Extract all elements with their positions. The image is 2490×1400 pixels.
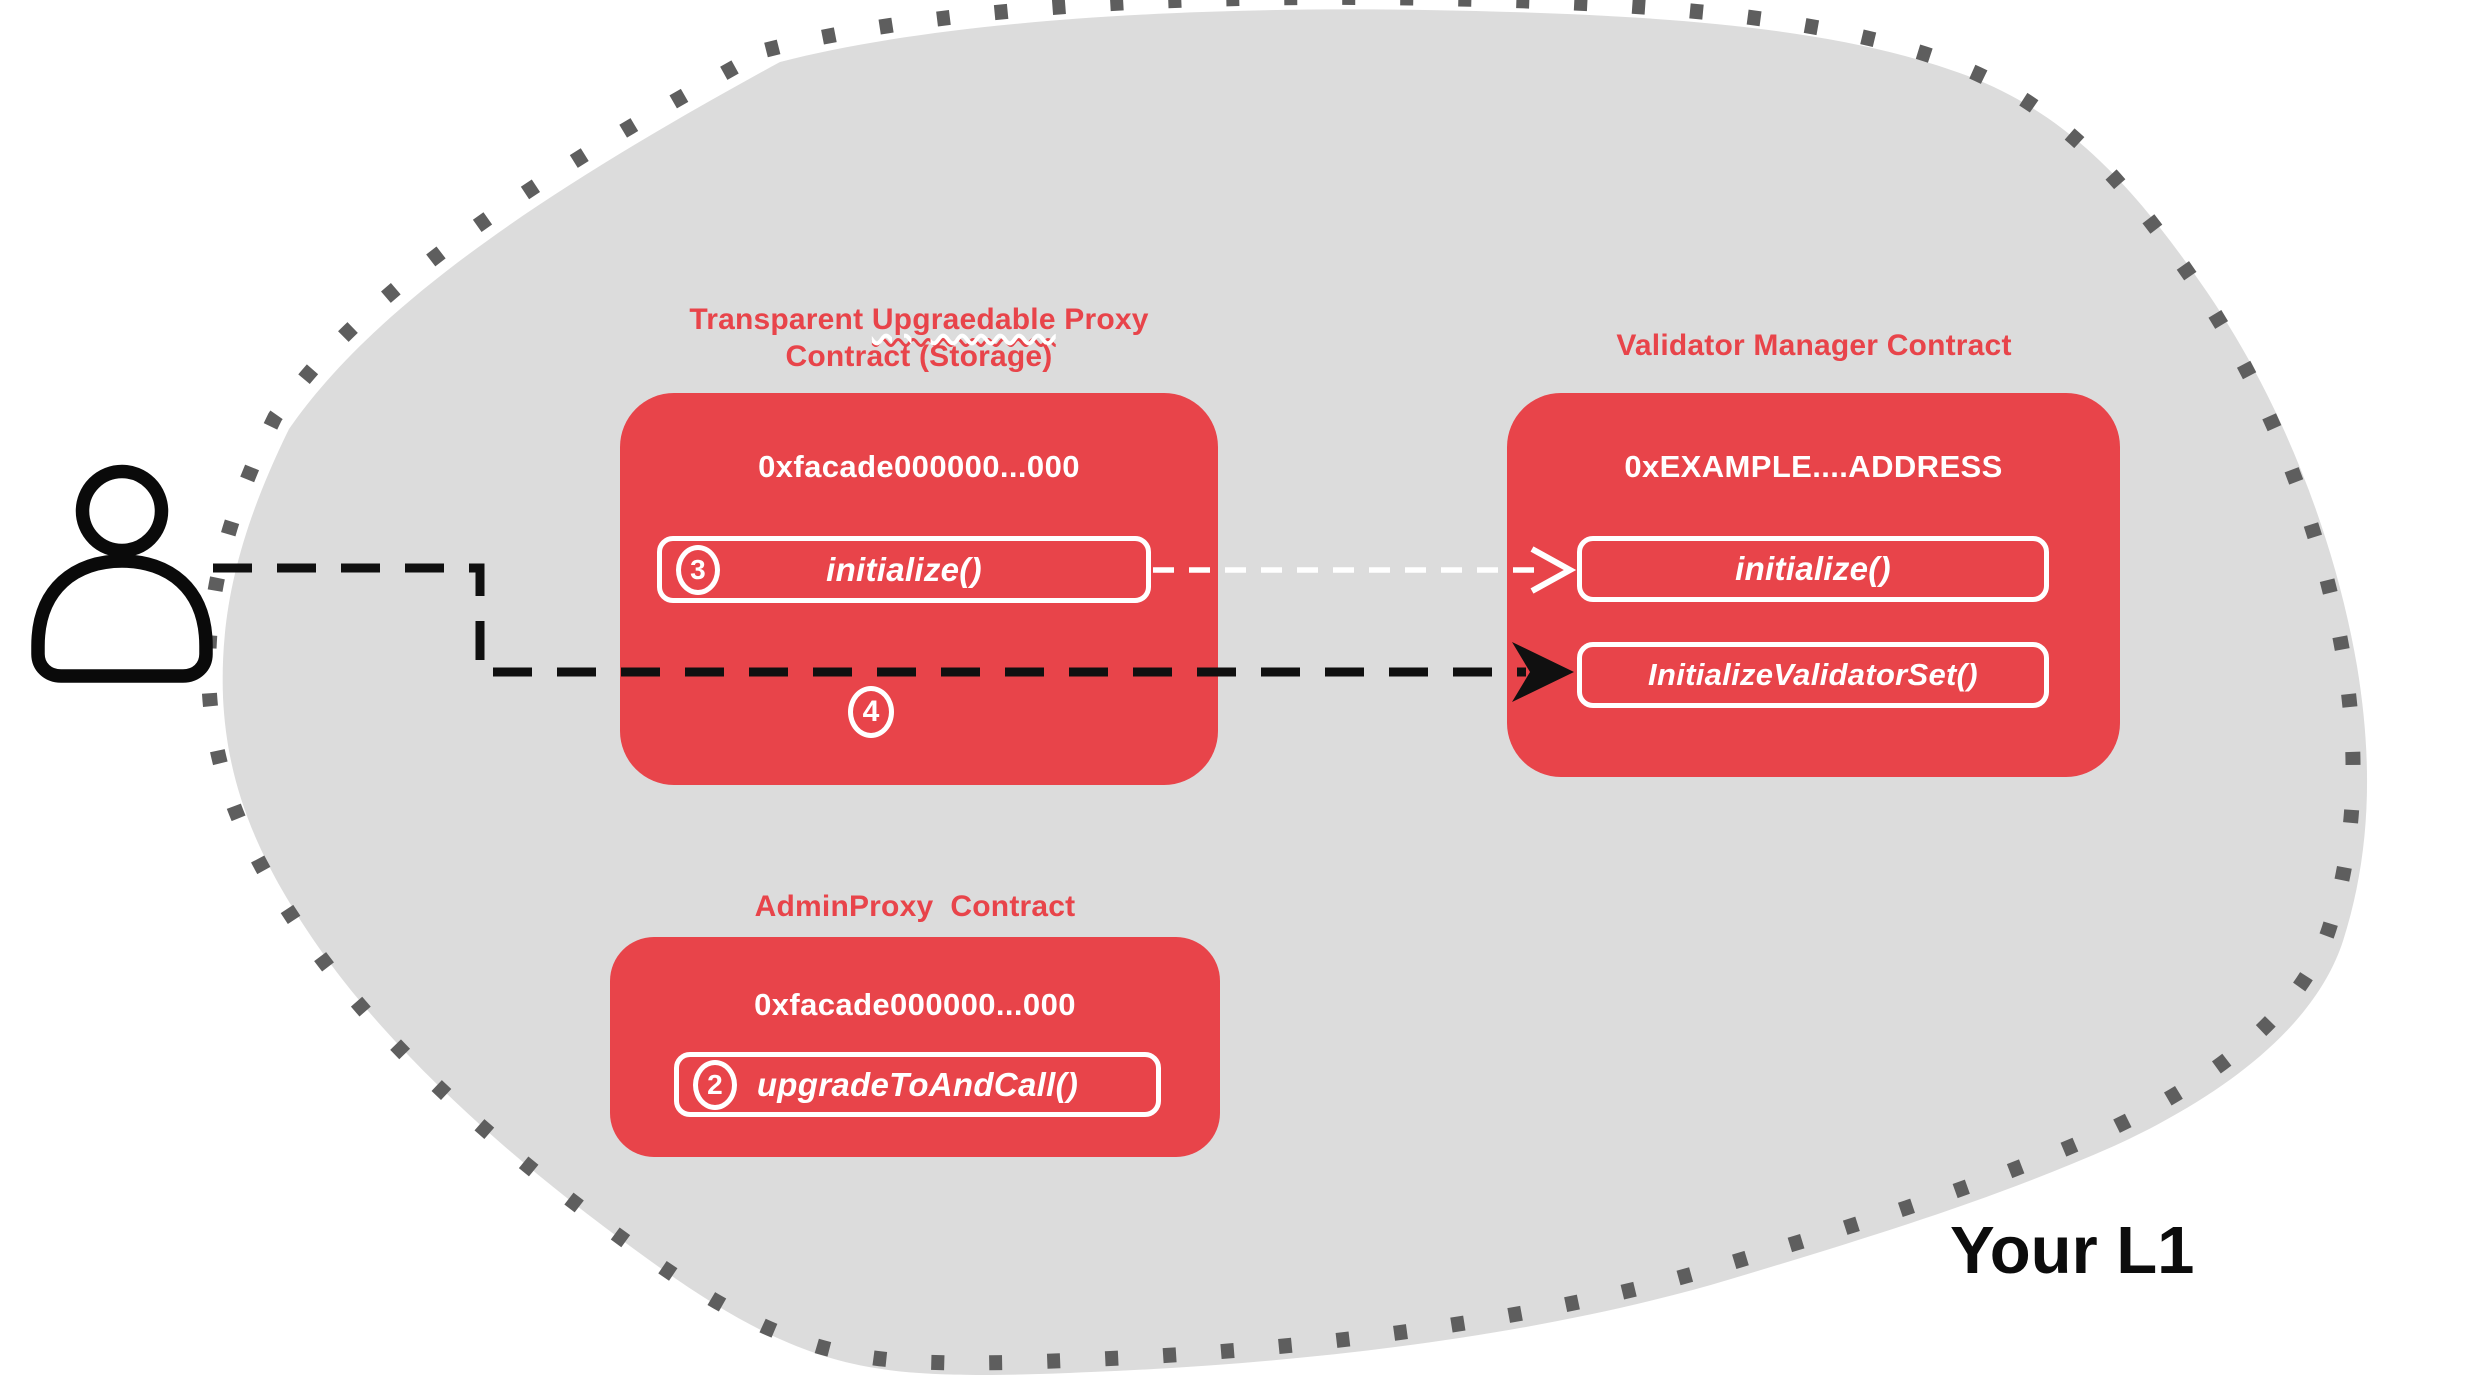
proxy-title-pre: Transparent xyxy=(689,303,872,336)
admin-address: 0xfacade000000...000 xyxy=(754,987,1076,1022)
misspelled-word: Upgraedable xyxy=(871,303,1056,336)
proxy-contract-title: Transparent Upgraedable Proxy Contract (… xyxy=(569,301,1269,375)
upgrade-to-and-call-label: upgradeToAndCall() xyxy=(756,1065,1079,1103)
validator-address: 0xEXAMPLE....ADDRESS xyxy=(1624,449,2003,484)
validator-contract-title: Validator Manager Contract xyxy=(1616,329,2012,362)
method-button-initialize-validator-set: InitializeValidatorSet() xyxy=(1577,642,2049,708)
step-badge-4: 4 xyxy=(848,686,894,738)
user-body xyxy=(31,554,213,683)
proxy-initialize-label: initialize() xyxy=(826,550,982,588)
proxy-title-post: Proxy xyxy=(1055,303,1149,336)
admin-contract-title: AdminProxy Contract xyxy=(754,890,1076,923)
proxy-title-line2: Contract (Storage) xyxy=(785,340,1053,373)
step-badge-3: 3 xyxy=(676,544,720,595)
contract-card-admin: 0xfacade000000...000 2 upgradeToAndCall(… xyxy=(610,937,1220,1157)
user-icon xyxy=(31,464,213,683)
user-head xyxy=(75,464,169,558)
proxy-title-line1: Transparent Upgraedable Proxy xyxy=(689,303,1148,336)
initialize-validator-set-label: InitializeValidatorSet() xyxy=(1648,657,1978,692)
initialize-label: initialize() xyxy=(1735,550,1891,587)
misspelled-word-squiggle: Upgraedable xyxy=(872,303,1056,336)
your-l1-label: Your L1 xyxy=(1950,1213,2195,1288)
step-badge-2: 2 xyxy=(693,1059,737,1110)
method-button-proxy-initialize: 3 initialize() xyxy=(657,536,1151,603)
contract-card-proxy: 0xfacade000000...000 3 initialize() 4 xyxy=(620,393,1218,785)
method-button-initialize: initialize() xyxy=(1577,536,2049,602)
contract-card-validator: 0xEXAMPLE....ADDRESS initialize() Initia… xyxy=(1507,393,2120,777)
method-button-upgrade-to-and-call: 2 upgradeToAndCall() xyxy=(674,1052,1161,1117)
proxy-address: 0xfacade000000...000 xyxy=(758,449,1080,484)
